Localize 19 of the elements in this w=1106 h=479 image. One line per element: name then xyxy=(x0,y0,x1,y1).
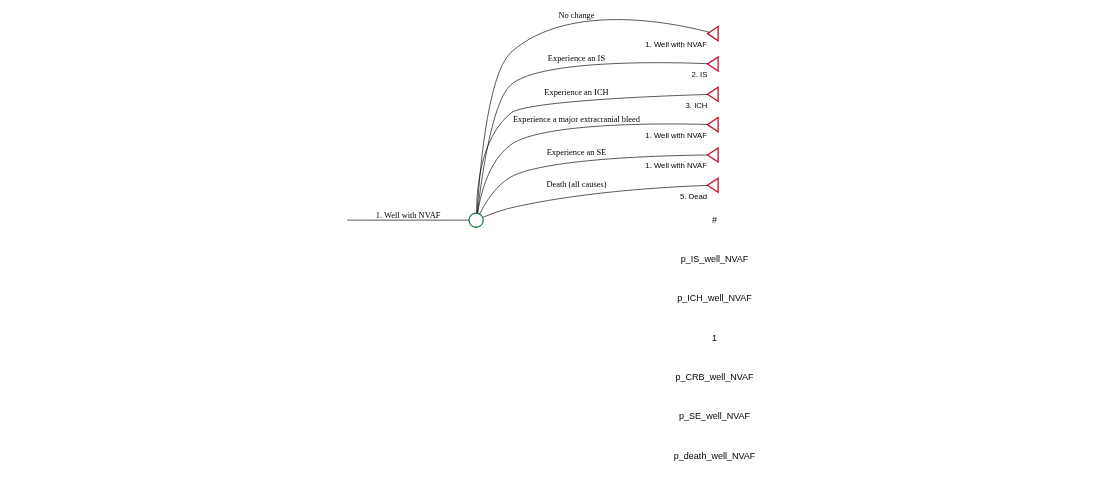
node-circle xyxy=(468,212,484,228)
node-triangle xyxy=(706,146,719,164)
node-triangle xyxy=(706,25,719,42)
label: p_death_well_NVAF xyxy=(673,450,756,461)
connector xyxy=(476,94,708,214)
label: # xyxy=(712,214,718,225)
label: p_IS_well_NVAF xyxy=(680,253,749,264)
node-triangle xyxy=(706,177,719,194)
label: p_CRB_well_NVAF xyxy=(675,371,754,382)
label: p_ICH_well_NVAF xyxy=(677,293,752,304)
node-triangle xyxy=(706,86,719,103)
connector xyxy=(477,62,709,214)
connector xyxy=(482,185,708,218)
label: 1 xyxy=(712,332,718,343)
connector xyxy=(477,123,709,214)
node-triangle xyxy=(706,116,719,133)
label: p_SE_well_NVAF xyxy=(679,411,751,422)
node-triangle xyxy=(706,55,719,73)
connector xyxy=(476,19,710,214)
